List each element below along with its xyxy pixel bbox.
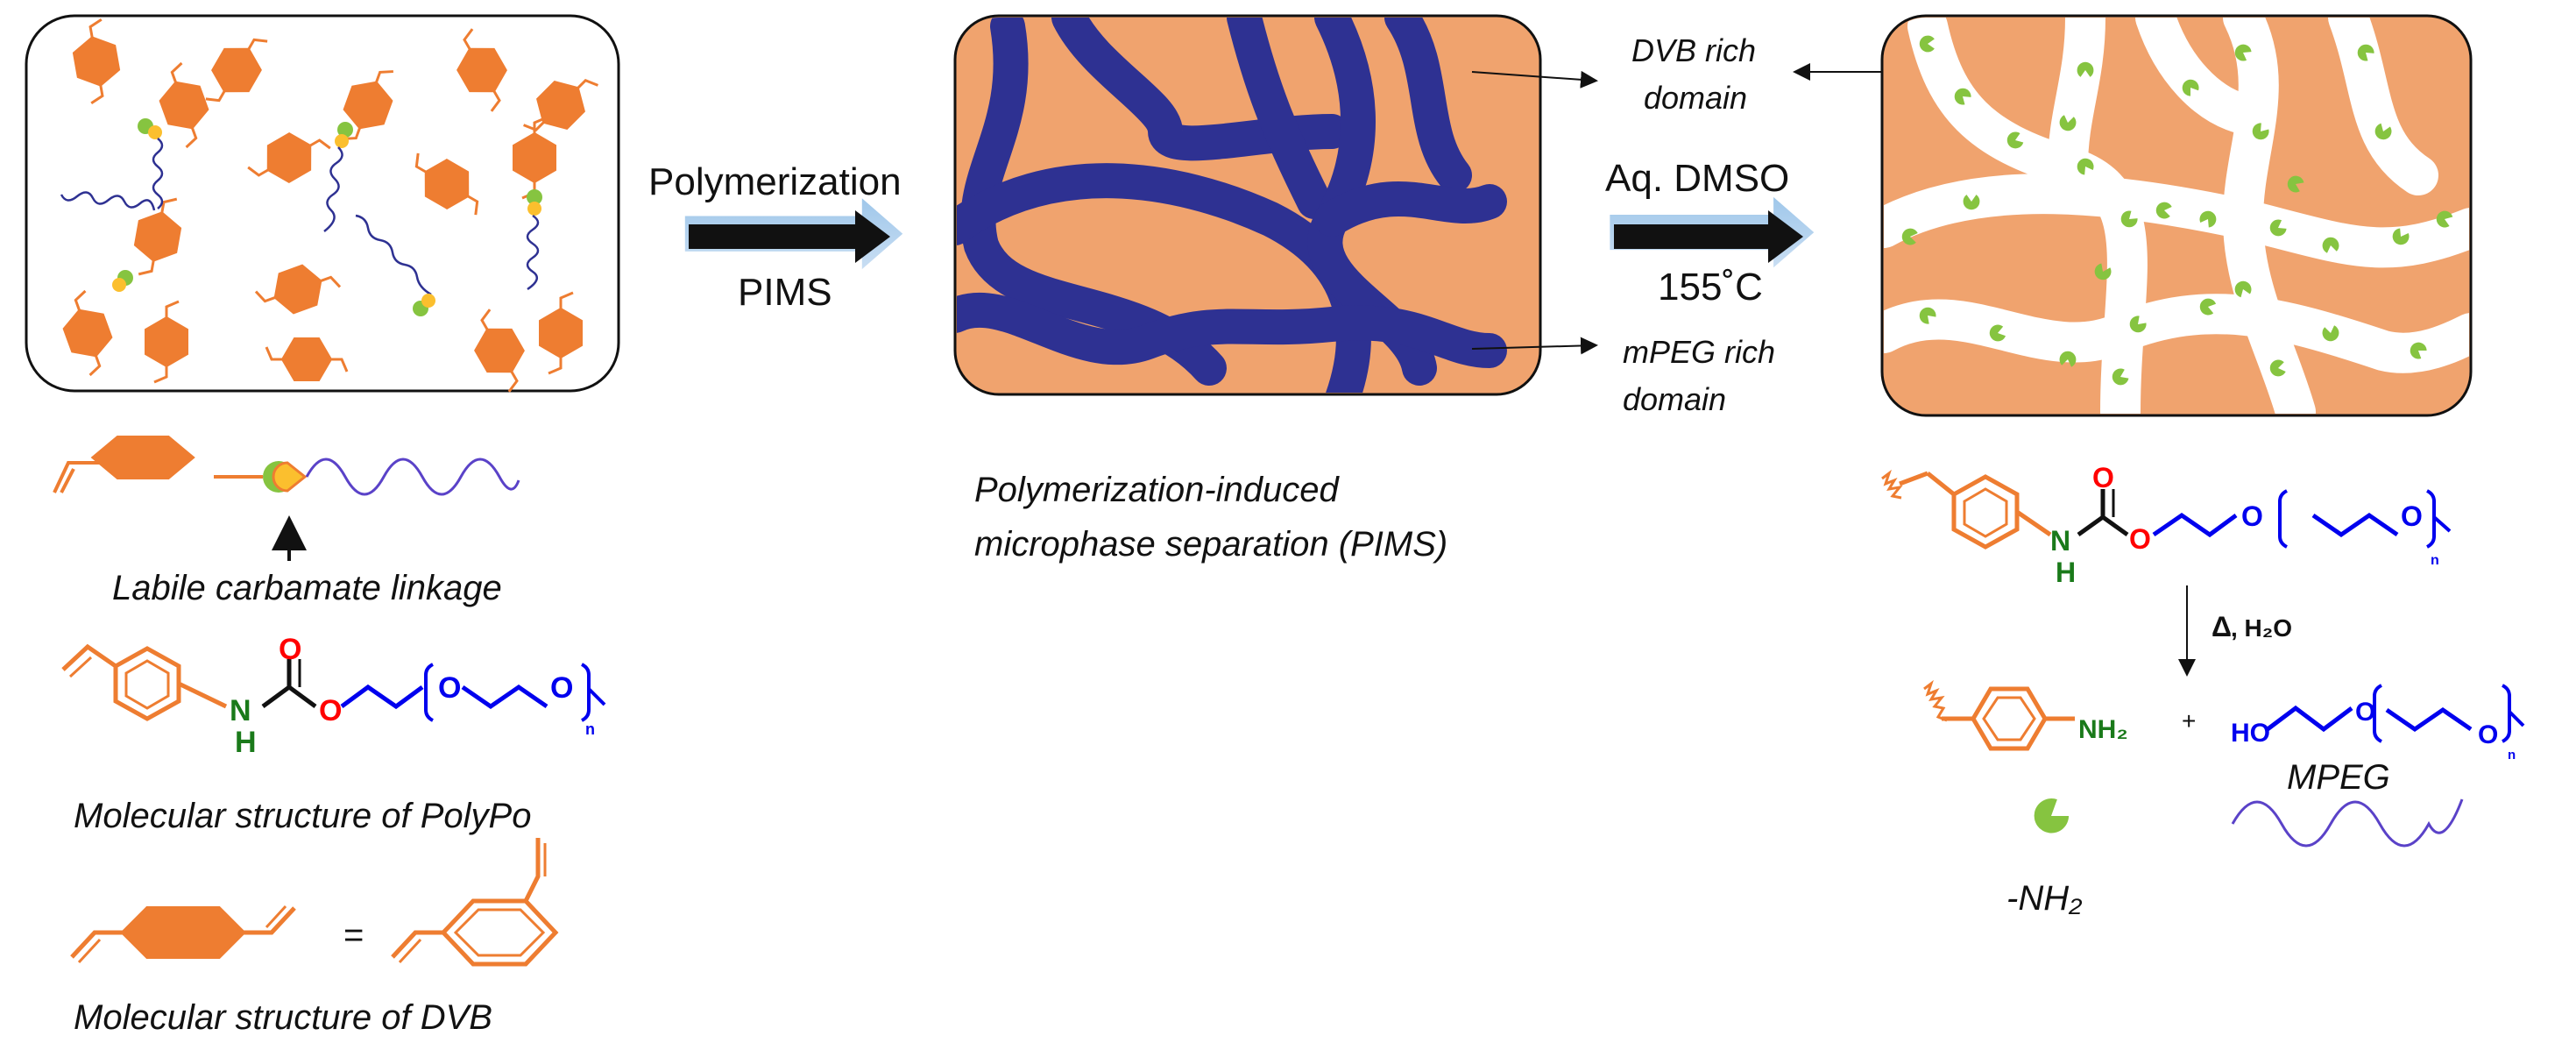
heat-symbol: Δ (2212, 611, 2232, 642)
porous-product-panel (1880, 14, 2473, 417)
labile-linkage-label: Labile carbamate linkage (112, 569, 502, 607)
polypo-structure-label: Molecular structure of PolyPo (74, 797, 531, 835)
oxygen-atom: O (2355, 698, 2375, 727)
pacman-amine-icon (2027, 793, 2073, 841)
hydrolysis-arrow (1610, 196, 1815, 268)
product-structure (1881, 469, 2452, 550)
repeat-unit-n: n (2508, 748, 2516, 763)
oxygen-atom: O (2092, 462, 2114, 493)
polypo-monomer (60, 191, 156, 292)
oxygen-atom: O (279, 633, 301, 666)
monomer-mixture-panel (25, 14, 620, 398)
temperature-label: 155˚C (1658, 266, 1763, 309)
nitrogen-atom: N (2050, 525, 2070, 557)
arrow-icon (1614, 210, 1803, 263)
oxygen-atom: O (2241, 500, 2263, 532)
aq-dmso-label: Aq. DMSO (1605, 157, 1789, 200)
mpeg-label: MPEG (2287, 758, 2390, 797)
polypo-legend-sketch (53, 436, 520, 561)
dvb-structure-label: Molecular structure of DVB (74, 998, 492, 1037)
oxygen-atom: O (2401, 500, 2423, 532)
oxygen-atom: O (2129, 523, 2151, 555)
polypo-monomer (323, 59, 403, 232)
nitrogen-atom: N (230, 694, 251, 727)
wavy-chain-icon (305, 458, 520, 496)
polymer-backbone-icon (1881, 469, 1903, 500)
oxygen-atom: O (438, 671, 461, 705)
polypo-structure (61, 643, 606, 722)
oxygen-atom: O (319, 694, 342, 727)
pims-caption-line2: microphase separation (PIMS) (974, 525, 1447, 564)
pims-caption-line1: Polymerization-induced (974, 471, 1341, 509)
hydrogen-atom: H (2056, 557, 2076, 588)
mpeg-rich-domain-network (957, 18, 1507, 393)
mpeg-domain-pointer (1471, 337, 1598, 355)
pims-label: PIMS (738, 271, 832, 314)
dvb-domain-label-2: domain (1644, 80, 1747, 116)
amine-group: NH₂ (2078, 715, 2128, 744)
dvb-domain-label: DVB rich (1631, 32, 1756, 68)
hydrogen-atom: H (235, 726, 257, 759)
amine-product-structure (1923, 679, 2075, 751)
polypo-monomer (138, 59, 219, 209)
polypo-monomer (355, 214, 435, 316)
water-label: , H₂O (2231, 614, 2292, 642)
carbamate-linkage-icon (272, 461, 308, 493)
dvb-domain-pointer (1471, 70, 1598, 89)
oxygen-atom: O (550, 671, 573, 705)
plus-sign: + (2182, 707, 2196, 734)
mpeg-domain-label-2: domain (1623, 381, 1726, 417)
hydroxyl-group: HO (2231, 719, 2270, 748)
polymerization-label: Polymerization (648, 160, 902, 203)
pims-panel (953, 14, 1542, 396)
polymer-backbone-icon (1923, 679, 1948, 722)
polymerization-arrow (684, 198, 903, 270)
mpeg-domain-label: mPEG rich (1623, 334, 1775, 370)
repeat-unit-n: n (585, 720, 595, 738)
polypo-monomer (512, 116, 557, 291)
wavy-chain-icon (2231, 798, 2464, 848)
repeat-unit-n: n (2431, 553, 2439, 568)
oxygen-atom: O (2478, 720, 2498, 749)
dvb-structure (70, 838, 559, 967)
mpeg-product-structure (2266, 684, 2525, 743)
arrow-icon (689, 210, 890, 263)
amine-legend-label: -NH₂ (2006, 879, 2082, 918)
equals-sign: = (343, 916, 364, 954)
